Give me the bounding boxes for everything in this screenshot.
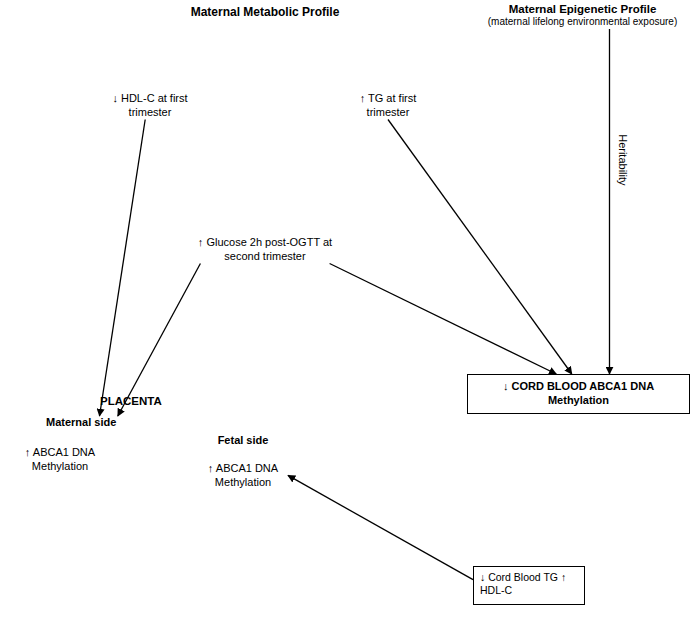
arrow-connector bbox=[288, 475, 473, 579]
text-node: Maternal Epigenetic Profile(maternal lif… bbox=[470, 2, 695, 29]
node-text: ↓ HDL-C at first trimester bbox=[102, 92, 198, 120]
pregnant-woman-figure bbox=[240, 44, 306, 226]
arrow-connector bbox=[100, 120, 146, 417]
ellipse-outline bbox=[60, 30, 470, 330]
node-text: Fetal side bbox=[198, 434, 288, 448]
node-text: (maternal lifelong environmental exposur… bbox=[470, 16, 695, 29]
circle-outline bbox=[0, 352, 292, 638]
text-box: ↓ CORD BLOOD ABCA1 DNA Methylation bbox=[467, 374, 690, 414]
text-node: ↓ HDL-C at first trimester bbox=[102, 92, 198, 120]
text-node: Maternal side ↑ ABCA1 DNA Methylation bbox=[8, 416, 130, 473]
node-text: PLACENTA bbox=[100, 394, 162, 408]
arrow-connector bbox=[388, 120, 572, 375]
edge-label: Heritability bbox=[614, 134, 628, 185]
node-text: Maternal Metabolic Profile bbox=[60, 5, 470, 20]
node-text: ↓ CORD BLOOD ABCA1 DNA Methylation bbox=[474, 380, 683, 408]
text-node: Fetal side ↑ ABCA1 DNA Methylation bbox=[198, 434, 288, 489]
node-text: ↑ ABCA1 DNA Methylation bbox=[14, 446, 106, 474]
node-text: ↑ Glucose 2h post-OGTT at second trimest… bbox=[180, 236, 350, 264]
text-box: ↓ Cord Blood TG ↑ HDL-C bbox=[473, 566, 585, 605]
arrow-connector bbox=[609, 29, 610, 374]
arrow-connector bbox=[330, 264, 557, 375]
text-node: ↑ Glucose 2h post-OGTT at second trimest… bbox=[180, 236, 350, 264]
divider-line bbox=[95, 350, 250, 638]
placenta-circle: PLACENTA Maternal side ↑ ABCA1 DNA Methyla… bbox=[0, 352, 292, 638]
node-text: Maternal Epigenetic Profile bbox=[470, 2, 695, 16]
text-node: ↑ TG at first trimester bbox=[342, 92, 434, 120]
node-text: ↓ Cord Blood TG ↑ HDL-C bbox=[480, 571, 578, 597]
node-text: ↑ ABCA1 DNA Methylation bbox=[198, 462, 288, 490]
node-text: Maternal side bbox=[8, 416, 130, 430]
womb-panel bbox=[467, 420, 690, 638]
profile-ellipse: Maternal Metabolic Profile↓ HDL-C at fir… bbox=[60, 30, 470, 330]
node-text: ↑ TG at first trimester bbox=[342, 92, 434, 120]
arrow-connector bbox=[118, 264, 201, 417]
